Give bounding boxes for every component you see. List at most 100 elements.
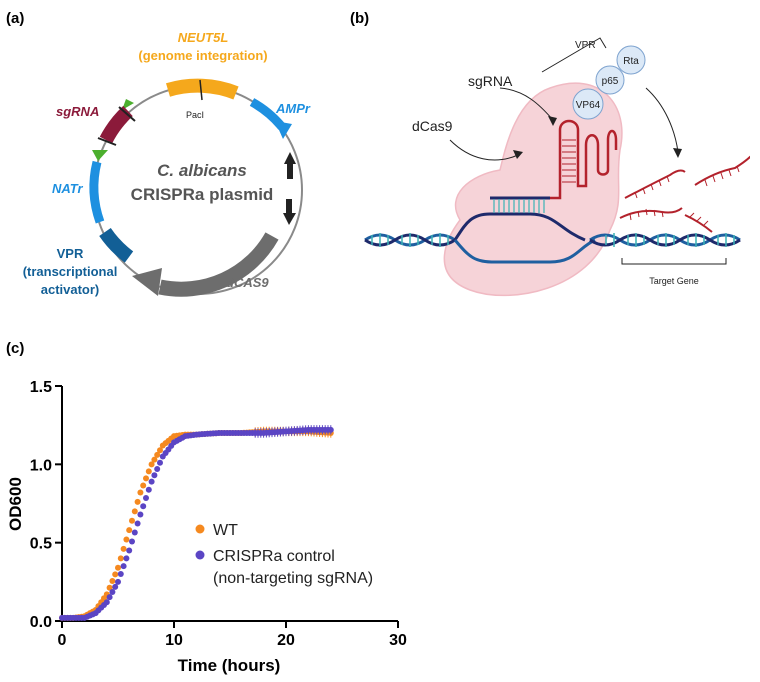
sgrna-marker-bottom: [97, 137, 117, 146]
data-point: [143, 475, 149, 482]
dna-strand-4: [589, 233, 741, 247]
y-tick-label: 0.0: [30, 614, 52, 631]
data-point: [140, 482, 147, 489]
sgrna-dna-pairs: [493, 199, 545, 213]
vpr-label: VPR: [57, 246, 84, 261]
data-point: [115, 578, 121, 585]
x-tick-label: 30: [389, 632, 407, 649]
p65-bubble: [595, 65, 625, 95]
sgrna-arrow: [499, 87, 554, 121]
data-point: [154, 451, 161, 458]
data-point: [157, 459, 163, 466]
legend-marker-control: [195, 550, 205, 560]
sgrna-arrow-head: [548, 116, 557, 126]
legend-label-control: CRISPRa control: [213, 548, 335, 565]
neut5l-segment: [166, 78, 239, 100]
mrna-transcripts: [619, 155, 750, 233]
plasmid-map: C. albicans CRISPRa plasmid NEUT5L (geno…: [23, 30, 311, 297]
dna-base-pairs: [371, 233, 735, 247]
plasmid-title-species: C. albicans: [157, 161, 247, 180]
data-point: [109, 578, 116, 585]
sgrna-green-arrow-1: [122, 99, 134, 110]
data-point: [117, 555, 124, 562]
sgrna-cassette: [99, 105, 133, 144]
data-point: [137, 511, 144, 518]
y-tick-label: 1.0: [30, 457, 52, 474]
data-point: [123, 536, 130, 543]
dcas9-arrowhead: [132, 268, 162, 296]
vpr-activation-arrow-head: [673, 148, 682, 158]
natr-segment: [89, 160, 105, 224]
natr-label: NATr: [52, 181, 84, 196]
sgrna-top-label: sgRNA: [468, 73, 513, 89]
vpr-segment: [99, 227, 134, 263]
data-point: [103, 599, 110, 606]
data-point: [112, 571, 119, 578]
data-point: [109, 589, 116, 596]
vpr-top-label: VPR: [575, 40, 596, 51]
ampr-label: AMPr: [275, 101, 311, 116]
dna-open-top: [453, 212, 586, 242]
data-point: [106, 584, 113, 591]
data-point: [143, 495, 149, 502]
target-gene-label: Target Gene: [649, 276, 699, 286]
panel-label-a: (a): [6, 10, 25, 27]
data-point: [112, 583, 119, 590]
paci-label: PacI: [186, 110, 204, 120]
y-tick-label: 1.5: [30, 379, 52, 396]
data-point: [123, 555, 130, 562]
y-tick-label: 0.5: [30, 536, 52, 553]
x-tick-label: 10: [165, 632, 183, 649]
data-point: [117, 571, 124, 577]
sgrna-marker-top: [118, 106, 136, 122]
data-point: [148, 478, 155, 485]
sgrna-green-arrow-2: [92, 150, 108, 161]
data-point: [120, 545, 127, 552]
rta-bubble: [616, 45, 646, 75]
data-point: [126, 527, 133, 534]
legend-label-control-line2: (non-targeting sgRNA): [213, 570, 373, 587]
data-point: [131, 529, 138, 536]
x-axis-title: Time (hours): [178, 656, 281, 675]
dcas9-arrow: [449, 139, 519, 161]
sgrna-label: sgRNA: [56, 104, 99, 119]
x-tick-label: 0: [58, 632, 67, 649]
panel-label-b: (b): [350, 10, 370, 27]
data-point: [157, 447, 163, 454]
dcas9-mech-label: dCas9: [412, 118, 453, 134]
data-point: [134, 498, 141, 505]
series-wt: [59, 426, 334, 621]
vpr-sub-label-2: activator): [41, 282, 100, 297]
data-point: [151, 472, 158, 479]
data-point: [129, 517, 135, 524]
data-point: [327, 426, 334, 433]
data-point: [131, 508, 138, 515]
crispra-mechanism: VPR VP64 p65 Rta Target Gene sgRNA dCas9: [364, 37, 750, 297]
vpr-sub-label-1: (transcriptional: [23, 264, 118, 279]
vpr-activation-arrow: [645, 87, 679, 153]
dcas9-arrow-head: [513, 150, 523, 159]
series-control: [59, 425, 334, 621]
origin-bar-2: [286, 199, 292, 213]
data-point: [106, 594, 113, 601]
data-point: [145, 468, 152, 475]
legend-marker-wt: [195, 524, 205, 534]
p65-label: p65: [602, 76, 619, 87]
x-tick-label: 20: [277, 632, 295, 649]
sgrna-hairpin-rungs: [562, 139, 576, 183]
legend-label-wt: WT: [213, 522, 238, 539]
panel-label-c: (c): [6, 340, 25, 357]
rta-label: Rta: [623, 56, 639, 67]
data-point: [129, 538, 135, 545]
data-point: [137, 489, 144, 496]
ampr-arrowhead: [275, 121, 292, 139]
data-point: [145, 486, 152, 493]
vpr-bracket: [541, 37, 607, 73]
origin-bar-1: [287, 163, 293, 179]
target-gene-bracket: [621, 258, 727, 265]
origin-arrow-2: [283, 213, 296, 225]
neut5l-sub-label: (genome integration): [138, 48, 267, 63]
data-point: [126, 547, 133, 554]
data-point: [148, 461, 155, 468]
